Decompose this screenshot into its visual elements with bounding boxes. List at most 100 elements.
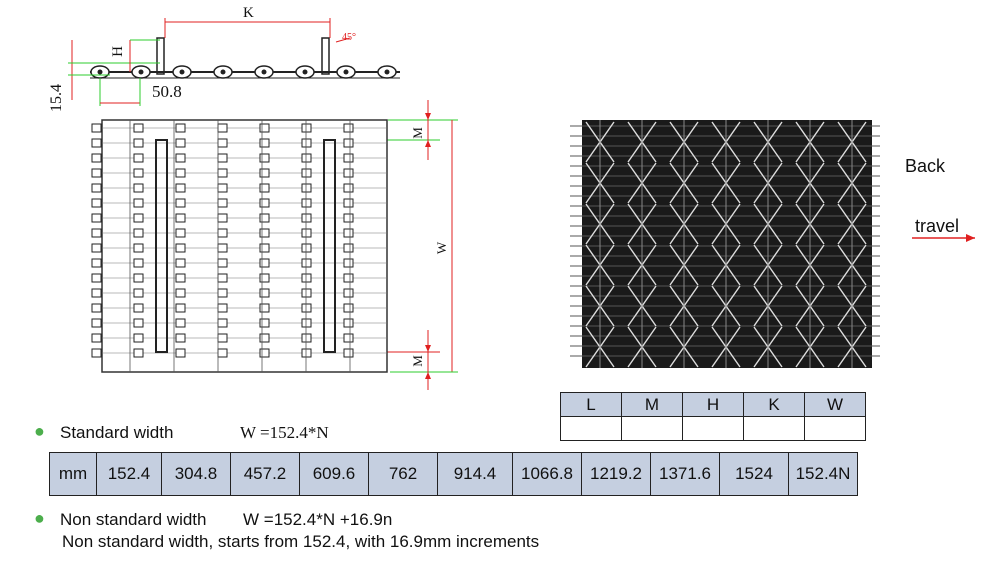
knuckle bbox=[217, 258, 228, 268]
knuckle bbox=[301, 258, 312, 268]
knuckle bbox=[301, 183, 312, 193]
knuckle bbox=[175, 228, 186, 238]
dim-pitch-label: 50.8 bbox=[152, 82, 182, 101]
spec-value-cell bbox=[682, 416, 744, 441]
knuckle bbox=[301, 243, 312, 253]
knuckle bbox=[301, 288, 312, 298]
width-value-cell: 152.4N bbox=[788, 452, 858, 496]
knuckle bbox=[133, 288, 144, 298]
knuckle bbox=[175, 243, 186, 253]
knuckle bbox=[259, 153, 270, 163]
knuckle bbox=[301, 228, 312, 238]
knuckle bbox=[217, 183, 228, 193]
spec-header-cell: K bbox=[743, 392, 805, 417]
hinge-pin bbox=[384, 69, 390, 75]
flight-strip-right bbox=[323, 139, 336, 353]
knuckle bbox=[301, 123, 312, 133]
knuckle bbox=[91, 123, 102, 133]
knuckle bbox=[133, 303, 144, 313]
dim-angle-label: 45° bbox=[342, 32, 356, 43]
knuckle bbox=[301, 213, 312, 223]
knuckle bbox=[301, 138, 312, 148]
knuckle bbox=[343, 123, 354, 133]
hinge-pin bbox=[343, 69, 349, 75]
knuckle bbox=[217, 243, 228, 253]
knuckle bbox=[133, 168, 144, 178]
knuckle bbox=[91, 288, 102, 298]
knuckle bbox=[259, 198, 270, 208]
width-value-cell: 914.4 bbox=[437, 452, 513, 496]
dim-thickness-label: 15.4 bbox=[48, 84, 65, 112]
non-standard-formula: W =152.4*N +16.9n bbox=[243, 510, 393, 529]
knuckle bbox=[217, 318, 228, 328]
knuckle bbox=[217, 138, 228, 148]
knuckle bbox=[217, 288, 228, 298]
dim-w-label: W bbox=[434, 241, 450, 255]
knuckle bbox=[259, 123, 270, 133]
knuckle bbox=[217, 348, 228, 358]
knuckle bbox=[259, 138, 270, 148]
width-table-row: mm 152.4 304.8 457.2 609.6 762 914.4 106… bbox=[49, 452, 858, 496]
spec-header-cell: H bbox=[682, 392, 744, 417]
width-value-cell: 1219.2 bbox=[581, 452, 651, 496]
spec-table-header: L M H K W bbox=[560, 392, 866, 417]
knuckle bbox=[91, 333, 102, 343]
knuckle bbox=[343, 138, 354, 148]
hinge-pin bbox=[97, 69, 103, 75]
knuckle bbox=[133, 138, 144, 148]
knuckle bbox=[217, 198, 228, 208]
knuckle bbox=[259, 348, 270, 358]
spec-value-cell bbox=[804, 416, 866, 441]
knuckle bbox=[301, 153, 312, 163]
knuckle bbox=[259, 273, 270, 283]
knuckle bbox=[133, 318, 144, 328]
knuckle bbox=[91, 183, 102, 193]
knuckle bbox=[175, 168, 186, 178]
hinge-pin bbox=[261, 69, 267, 75]
width-value-cell: 762 bbox=[368, 452, 438, 496]
knuckle bbox=[217, 123, 228, 133]
knuckle bbox=[133, 243, 144, 253]
width-value-cell: 152.4 bbox=[96, 452, 162, 496]
knuckle bbox=[217, 213, 228, 223]
non-standard-description: Non standard width, starts from 152.4, w… bbox=[62, 532, 540, 551]
knuckle bbox=[259, 183, 270, 193]
knuckle bbox=[301, 168, 312, 178]
knuckle bbox=[175, 318, 186, 328]
knuckle bbox=[133, 198, 144, 208]
belt-top-view bbox=[91, 119, 388, 373]
knuckle bbox=[175, 198, 186, 208]
width-value-cell: 1524 bbox=[719, 452, 789, 496]
knuckle bbox=[259, 168, 270, 178]
dim-k-label: K bbox=[243, 5, 254, 21]
knuckle bbox=[259, 318, 270, 328]
knuckle bbox=[91, 138, 102, 148]
knuckle bbox=[133, 153, 144, 163]
knuckle bbox=[259, 243, 270, 253]
knuckle bbox=[175, 273, 186, 283]
belt-drawing bbox=[68, 18, 975, 390]
knuckle bbox=[301, 198, 312, 208]
travel-arrow bbox=[966, 234, 975, 242]
knuckle bbox=[91, 198, 102, 208]
flight-left bbox=[156, 37, 165, 75]
knuckle bbox=[133, 213, 144, 223]
knuckle bbox=[343, 198, 354, 208]
width-value-cell: 457.2 bbox=[230, 452, 300, 496]
dim-h-label: H bbox=[109, 46, 126, 57]
knuckle bbox=[133, 348, 144, 358]
knuckle bbox=[301, 318, 312, 328]
knuckle bbox=[259, 228, 270, 238]
knuckle bbox=[343, 243, 354, 253]
hinge-pin bbox=[302, 69, 308, 75]
knuckle bbox=[343, 183, 354, 193]
knuckle bbox=[133, 228, 144, 238]
knuckle bbox=[91, 228, 102, 238]
belt-back-view bbox=[570, 120, 880, 368]
knuckle bbox=[175, 138, 186, 148]
spec-value-cell bbox=[743, 416, 805, 441]
knuckle bbox=[343, 348, 354, 358]
knuckle bbox=[91, 303, 102, 313]
dimension-lines bbox=[68, 18, 975, 390]
knuckle bbox=[91, 168, 102, 178]
